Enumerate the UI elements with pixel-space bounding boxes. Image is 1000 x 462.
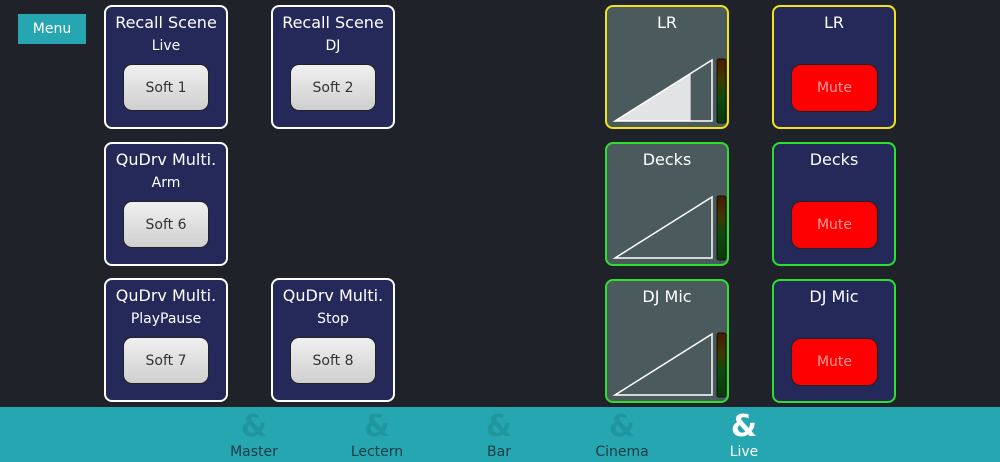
mute-button[interactable]: Mute xyxy=(791,201,878,249)
fader-outline xyxy=(612,195,713,259)
mute-button[interactable]: Mute xyxy=(791,338,878,386)
tab-label: Bar xyxy=(487,444,511,460)
panel-title: QuDrv Multi. xyxy=(115,150,217,169)
tab-label: Live xyxy=(729,444,759,460)
fader-outline xyxy=(612,332,713,396)
soft-6-button[interactable]: Soft 6 xyxy=(123,201,209,248)
tab-label: Cinema xyxy=(595,444,649,460)
bottom-tab-bar: &Master&Lectern&Bar&Cinema&Live xyxy=(0,407,1000,462)
tab-bar[interactable]: &Bar xyxy=(454,407,544,462)
tab-master[interactable]: &Master xyxy=(209,407,299,462)
panel-title: QuDrv Multi. xyxy=(115,286,217,305)
tab-cinema[interactable]: &Cinema xyxy=(577,407,667,462)
tab-lectern[interactable]: &Lectern xyxy=(332,407,422,462)
ampersand-icon: & xyxy=(730,409,758,444)
scene-panel-2: Recall Scene DJ Soft 2 xyxy=(271,5,395,129)
tab-label: Lectern xyxy=(350,444,404,460)
fader-decks[interactable]: Decks xyxy=(605,142,729,266)
panel-subtitle: PlayPause xyxy=(130,311,202,327)
fader-dj-mic[interactable]: DJ Mic xyxy=(605,279,729,403)
channel-label: LR xyxy=(823,13,845,32)
channel-label: Decks xyxy=(809,150,859,169)
fader-label: LR xyxy=(656,13,678,32)
channel-label: DJ Mic xyxy=(809,287,859,306)
soft-2-button[interactable]: Soft 2 xyxy=(290,64,376,111)
ampersand-icon: & xyxy=(363,409,391,444)
scene-panel-8: QuDrv Multi. Stop Soft 8 xyxy=(271,278,395,402)
fader-outline xyxy=(612,58,713,122)
ampersand-icon: & xyxy=(240,409,268,444)
scene-panel-6: QuDrv Multi. Arm Soft 6 xyxy=(104,142,228,266)
scene-panel-1: Recall Scene Live Soft 1 xyxy=(104,5,228,129)
level-meter xyxy=(716,332,727,398)
panel-subtitle: DJ xyxy=(325,38,341,54)
panel-subtitle: Live xyxy=(151,38,181,54)
panel-title: Recall Scene xyxy=(282,13,384,32)
fader-label: DJ Mic xyxy=(642,287,692,306)
soft-8-button[interactable]: Soft 8 xyxy=(290,337,376,384)
mute-panel-decks: Decks Mute xyxy=(772,142,896,266)
panel-subtitle: Stop xyxy=(317,311,349,327)
mute-panel-dj-mic: DJ Mic Mute xyxy=(772,279,896,403)
mute-panel-lr: LR Mute xyxy=(772,5,896,129)
fader-graphic[interactable] xyxy=(607,281,731,405)
panel-title: QuDrv Multi. xyxy=(282,286,384,305)
fader-label: Decks xyxy=(642,150,692,169)
menu-button[interactable]: Menu xyxy=(18,14,86,44)
panel-title: Recall Scene xyxy=(115,13,217,32)
level-meter xyxy=(716,195,727,261)
tab-live[interactable]: &Live xyxy=(699,407,789,462)
panel-subtitle: Arm xyxy=(151,175,181,191)
scene-panel-7: QuDrv Multi. PlayPause Soft 7 xyxy=(104,278,228,402)
ampersand-icon: & xyxy=(608,409,636,444)
ampersand-icon: & xyxy=(485,409,513,444)
fader-lr[interactable]: LR xyxy=(605,5,729,129)
soft-7-button[interactable]: Soft 7 xyxy=(123,337,209,384)
level-meter xyxy=(716,58,727,124)
fader-graphic[interactable] xyxy=(607,144,731,268)
mute-button[interactable]: Mute xyxy=(791,64,878,112)
tab-label: Master xyxy=(230,444,278,460)
soft-1-button[interactable]: Soft 1 xyxy=(123,64,209,111)
fader-graphic[interactable] xyxy=(607,7,731,131)
